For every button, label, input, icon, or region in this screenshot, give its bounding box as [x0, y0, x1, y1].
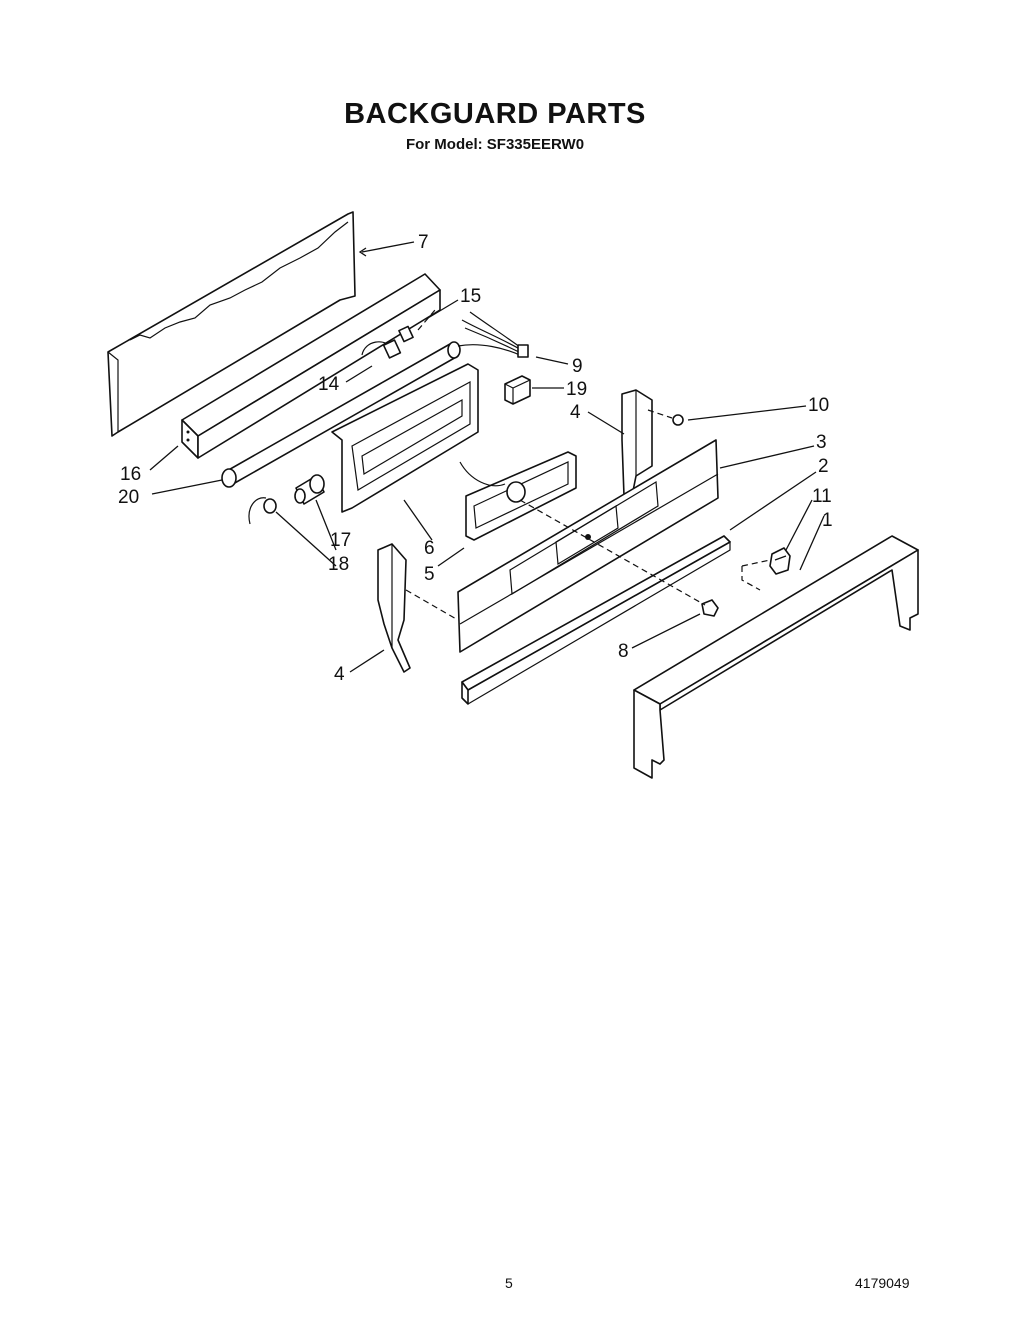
callout-2: 2: [818, 456, 829, 477]
callout-17: 17: [330, 530, 351, 551]
switch-plate-part-5: [459, 451, 577, 541]
callout-18: 18: [328, 554, 349, 575]
control-panel-part-3: [457, 439, 719, 653]
end-bracket-part-4-left: [377, 543, 459, 673]
leader-lines: [149, 241, 825, 673]
document-number: 4179049: [855, 1275, 910, 1291]
lamp-socket-part-15: [398, 309, 436, 343]
page-title: BACKGUARD PARTS: [344, 98, 646, 130]
callout-10: 10: [808, 395, 829, 416]
callout-20: 20: [118, 487, 139, 508]
screw-part-10: [647, 409, 684, 426]
ballast-part-19: [504, 375, 531, 405]
end-bracket-part-4-right: [621, 389, 653, 497]
callout-8: 8: [618, 641, 629, 662]
callout-6: 6: [424, 538, 435, 559]
callout-11: 11: [812, 486, 832, 507]
wiring-harness-part-9: [457, 311, 529, 358]
callout-14: 14: [318, 374, 340, 395]
callout-4-left: 4: [334, 664, 345, 685]
top-cap-part-1: [633, 535, 919, 779]
light-channel-part-16: [181, 273, 441, 459]
trim-strip-part-2: [461, 535, 731, 705]
fluorescent-tube-part-20: [221, 341, 461, 488]
clip-part-11: [741, 547, 791, 591]
callout-7: 7: [418, 232, 429, 253]
callout-15: 15: [460, 286, 481, 307]
model-subtitle: For Model: SF335EERW0: [405, 136, 585, 153]
starter-part-17: [294, 474, 325, 505]
page-number: 5: [505, 1275, 513, 1291]
callout-3: 3: [816, 432, 827, 453]
knob-part-8: [519, 499, 719, 617]
callout-9: 9: [572, 356, 583, 377]
starter-socket-part-18: [248, 497, 277, 525]
callout-16: 16: [120, 464, 141, 485]
callout-5: 5: [424, 564, 435, 585]
callout-19: 19: [566, 379, 587, 400]
callout-labels: 7 15 14 9 19 4 10 3 2 11 1 16 20 17 18 6…: [118, 232, 833, 685]
callout-4-right: 4: [570, 402, 581, 423]
rear-panel-part-7: [107, 211, 356, 437]
frame-bracket-part-6: [331, 363, 479, 513]
lamp-holder-part-14: [361, 339, 402, 359]
callout-1: 1: [822, 510, 833, 531]
